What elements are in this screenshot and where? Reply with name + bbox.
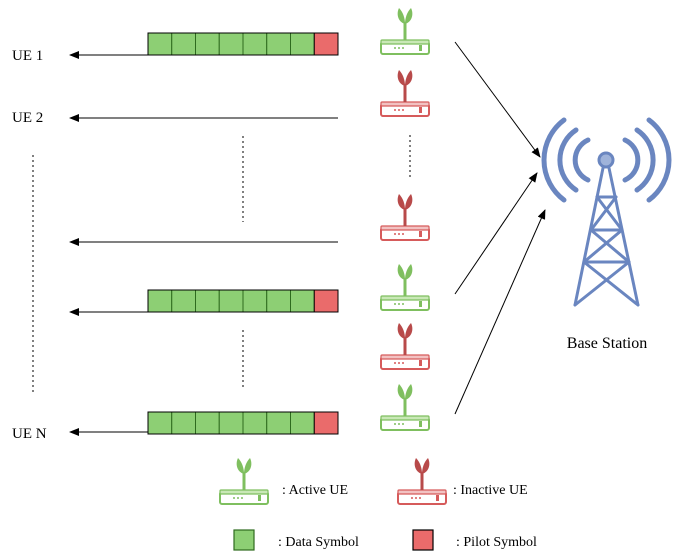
- router-active-icon: [379, 382, 431, 432]
- data-symbol: [266, 32, 291, 56]
- ue2-label: UE 2: [12, 110, 43, 126]
- data-symbol: [218, 289, 244, 313]
- data-symbol: [242, 32, 268, 56]
- frame-row4: [147, 289, 339, 313]
- legend-pilot-symbol-text: : Pilot Symbol: [456, 535, 537, 550]
- data-symbol: [195, 411, 220, 435]
- frame-outline: [147, 411, 339, 435]
- legend-inactive-ue-icon: [396, 456, 448, 506]
- uen-label: UE N: [12, 426, 47, 442]
- data-symbol: [290, 289, 315, 313]
- frame-outline: [147, 289, 339, 313]
- data-symbol: [242, 289, 268, 313]
- uplink-arrow-2: [454, 172, 538, 295]
- router-inactive-icon: [379, 68, 431, 118]
- ue1-label: UE 1: [12, 48, 43, 64]
- pilot-symbol: [313, 289, 339, 313]
- frame-row1: [147, 32, 339, 56]
- pilot-symbol: [313, 411, 339, 435]
- legend-pilot-symbol-swatch: [412, 529, 434, 551]
- uplink-arrow-1: [454, 41, 541, 158]
- legend-data-symbol-swatch: [233, 529, 255, 551]
- legend-active-ue-text: : Active UE: [282, 483, 348, 498]
- frame-row6: [147, 411, 339, 435]
- data-symbol: [290, 32, 315, 56]
- data-symbol: [195, 32, 220, 56]
- frame-outline: [147, 32, 339, 56]
- data-symbol: [266, 289, 291, 313]
- data-symbol: [171, 411, 196, 435]
- legend-active-ue-icon: [218, 456, 270, 506]
- data-symbol: [242, 411, 268, 435]
- pilot-symbol: [313, 32, 339, 56]
- data-symbol: [171, 32, 196, 56]
- data-symbol: [147, 32, 173, 56]
- data-symbol: [171, 289, 196, 313]
- uplink-arrow-3: [454, 209, 546, 415]
- data-symbol: [147, 289, 173, 313]
- base-station-label: Base Station: [567, 335, 647, 352]
- data-symbol: [266, 411, 291, 435]
- cell-tower-icon: [541, 117, 672, 307]
- data-symbol: [290, 411, 315, 435]
- router-active-icon: [379, 262, 431, 312]
- data-symbol: [218, 411, 244, 435]
- data-symbol: [218, 32, 244, 56]
- router-inactive-icon: [379, 321, 431, 371]
- data-symbol: [195, 289, 220, 313]
- legend-inactive-ue-text: : Inactive UE: [453, 483, 528, 498]
- router-inactive-icon: [379, 192, 431, 242]
- router-active-icon: [379, 6, 431, 56]
- legend-data-symbol-text: : Data Symbol: [278, 535, 359, 550]
- data-symbol: [147, 411, 173, 435]
